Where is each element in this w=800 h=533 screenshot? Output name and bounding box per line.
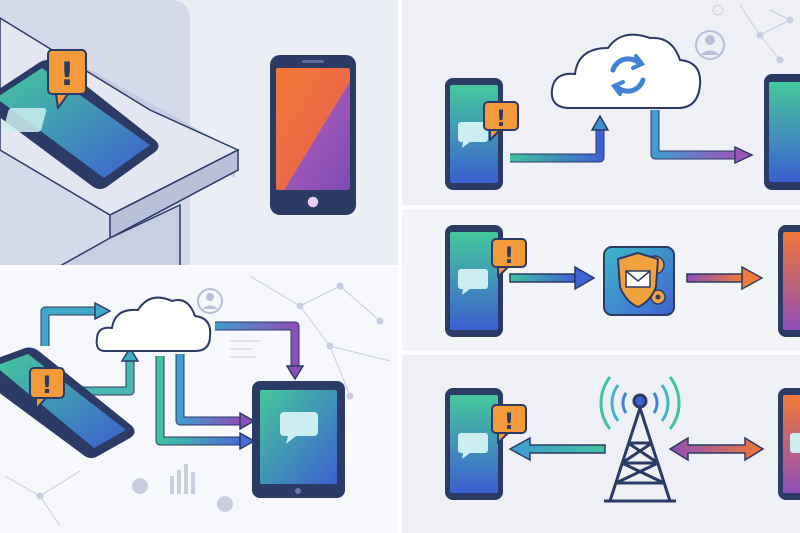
bar-chart-decoration bbox=[132, 464, 233, 512]
tablet-icon bbox=[252, 381, 345, 498]
envelope-icon bbox=[625, 270, 651, 288]
cell-tower-scene: ! bbox=[445, 376, 800, 503]
panel-security-filter: ! bbox=[400, 207, 800, 353]
alert-bubble-icon: ! bbox=[491, 404, 527, 444]
phone-icon bbox=[764, 74, 800, 190]
phone-icon bbox=[778, 388, 800, 500]
user-icon bbox=[695, 30, 725, 60]
alert-glyph: ! bbox=[496, 107, 506, 132]
flow-arrows bbox=[508, 436, 765, 462]
phone-icon bbox=[0, 60, 159, 189]
message-icon bbox=[3, 108, 47, 132]
alert-bubble-icon: ! bbox=[29, 367, 65, 410]
alert-bubble-icon: ! bbox=[491, 238, 527, 278]
panel-cloud-sync: ! bbox=[400, 0, 800, 207]
phone-icon bbox=[0, 347, 135, 459]
alert-glyph: ! bbox=[504, 410, 514, 435]
message-icon bbox=[280, 412, 318, 444]
user-icon bbox=[197, 288, 223, 314]
message-icon bbox=[458, 269, 488, 295]
phone-icon bbox=[270, 55, 356, 215]
message-icon bbox=[790, 433, 800, 453]
flow-arrows bbox=[509, 265, 764, 291]
cloud-sync-scene: ! bbox=[445, 4, 800, 190]
divider bbox=[400, 351, 800, 355]
flow-arrows bbox=[40, 306, 300, 446]
cloud-icon bbox=[550, 33, 702, 109]
message-icon bbox=[458, 433, 488, 459]
arrow-heads bbox=[94, 301, 305, 451]
cloud-tablet-scene: ! bbox=[0, 275, 391, 527]
network-decoration bbox=[712, 4, 794, 64]
network-decoration bbox=[4, 275, 391, 527]
divider bbox=[400, 205, 800, 209]
phone-icon bbox=[778, 225, 800, 337]
alert-glyph: ! bbox=[42, 371, 53, 399]
security-scene: ! bbox=[445, 225, 800, 337]
alert-glyph: ! bbox=[60, 55, 75, 93]
flow-arrows bbox=[510, 110, 735, 163]
alert-glyph: ! bbox=[504, 244, 514, 269]
cloud-icon bbox=[95, 296, 212, 352]
desk-scene: ! bbox=[0, 0, 356, 266]
cell-tower-icon bbox=[599, 376, 681, 503]
alert-bubble-icon: ! bbox=[483, 101, 519, 141]
alert-bubble-icon: ! bbox=[47, 49, 87, 109]
panel-cell-tower: ! bbox=[400, 353, 800, 533]
arrow-heads bbox=[590, 114, 754, 165]
divider bbox=[0, 265, 400, 268]
message-icon bbox=[458, 122, 488, 148]
divider bbox=[398, 0, 402, 533]
panel-cloud-to-tablet: ! bbox=[0, 266, 400, 533]
sync-icon bbox=[610, 54, 646, 96]
panel-desk-phone-alert: ! bbox=[0, 0, 400, 266]
